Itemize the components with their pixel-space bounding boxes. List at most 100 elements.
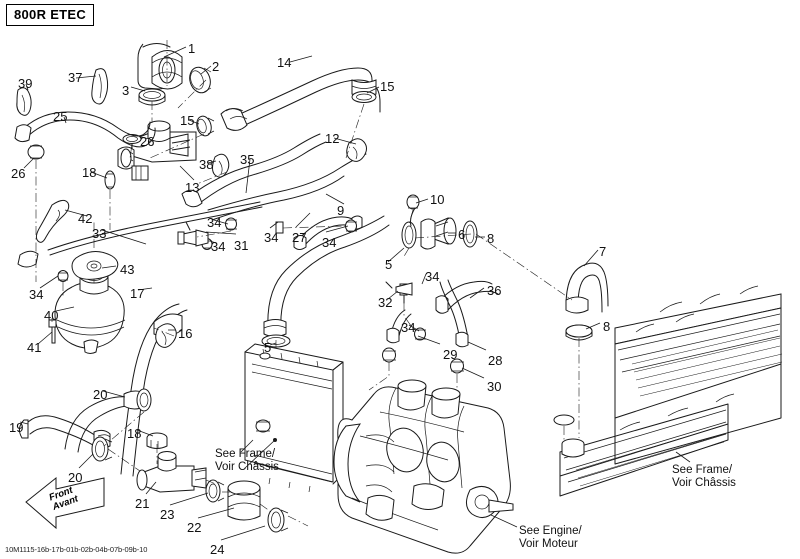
note-frame-right-line1: See Frame/ (672, 464, 733, 476)
callout-number-28: 28 (488, 353, 503, 368)
note-frame-right-line2: Voir Châssis (672, 476, 736, 489)
callout-number-39: 39 (18, 76, 33, 91)
part-elbow-1 (137, 43, 183, 90)
part-clamp-26-left (27, 144, 45, 160)
callout-number-41: 41 (27, 340, 42, 355)
callout-number-16: 16 (178, 326, 193, 341)
part-hose-35 (181, 133, 327, 208)
callout-number-34: 34 (211, 239, 226, 254)
clamp-30-b (450, 358, 464, 374)
callout-number-27: 27 (292, 230, 307, 245)
callout-number-15: 15 (180, 113, 195, 128)
note-engine-line1: See Engine/ (519, 525, 582, 537)
front-avant-arrow (25, 476, 105, 530)
part-engine (333, 379, 514, 554)
callout-number-35: 35 (240, 152, 255, 167)
part-hose-7 (565, 262, 609, 314)
part-hose-22 (227, 480, 261, 521)
callout-number-18: 18 (127, 426, 142, 441)
clamp-30-a (382, 347, 396, 363)
footer-code: 10M1115-16b-17b-01b-02b-04b-07b-09b-10 (5, 545, 148, 554)
part-bolt-41 (48, 319, 57, 344)
note-frame-left-line2: Voir Châssis (215, 460, 279, 473)
part-hose-29 (386, 309, 412, 344)
part-clamp-20-lower (91, 436, 113, 462)
orientation-marker: Front Avant (22, 482, 106, 530)
callout-number-20: 20 (93, 387, 108, 402)
callout-number-12: 12 (325, 131, 340, 146)
callout-number-37: 37 (68, 70, 83, 85)
part-ring-5-mid (401, 221, 417, 249)
callout-number-15: 15 (380, 79, 395, 94)
callout-number-31: 31 (234, 238, 249, 253)
part-ring-26-upper (122, 134, 142, 144)
callout-number-3: 3 (122, 83, 130, 98)
callout-number-34: 34 (322, 235, 337, 250)
clamp-34-d (345, 219, 357, 233)
callout-number-5: 5 (385, 257, 393, 272)
callout-number-6: 6 (458, 227, 466, 242)
part-line-33 (17, 201, 263, 268)
callout-number-19: 19 (9, 420, 24, 435)
part-ring-3 (138, 88, 166, 106)
clamp-34-g (57, 270, 69, 282)
part-part-42 (35, 199, 70, 243)
callout-number-13: 13 (185, 180, 200, 195)
leader-lines (19, 46, 691, 541)
part-clamp-2 (189, 66, 212, 94)
part-clip-39 (16, 87, 32, 116)
part-clip-38 (212, 153, 230, 178)
part-clamp-20-top (136, 388, 152, 412)
part-clamp-15-mid (196, 115, 215, 137)
callout-number-26: 26 (140, 134, 155, 149)
callout-number-10: 10 (430, 192, 445, 207)
note-frame-left: See Frame/Voir Châssis (215, 448, 279, 473)
callout-number-29: 29 (443, 347, 458, 362)
clamp-34-c (275, 221, 284, 234)
part-radiator (244, 343, 344, 493)
callout-number-34: 34 (425, 269, 440, 284)
callout-number-8: 8 (487, 231, 495, 246)
callout-number-34: 34 (264, 230, 279, 245)
callout-number-21: 21 (135, 496, 150, 511)
callout-number-9: 9 (337, 203, 345, 218)
callout-number-30: 30 (487, 379, 502, 394)
part-clip-37 (91, 68, 109, 105)
callout-number-33: 33 (92, 226, 107, 241)
callout-number-26: 26 (11, 166, 26, 181)
part-fitting-6 (420, 217, 457, 250)
callout-number-7: 7 (599, 244, 607, 259)
callout-number-17: 17 (130, 286, 145, 301)
callout-number-36: 36 (487, 283, 502, 298)
part-hose-36 (435, 280, 499, 314)
callout-number-42: 42 (78, 211, 93, 226)
part-ring-12 (346, 138, 367, 162)
part-clamp-23 (205, 479, 225, 503)
callout-number-20: 20 (68, 470, 83, 485)
note-frame-right: See Frame/Voir Châssis (672, 464, 736, 489)
callout-number-40: 40 (44, 308, 59, 323)
callout-number-1: 1 (188, 41, 196, 56)
callout-number-34: 34 (401, 320, 416, 335)
note-frame-left-line1: See Frame/ (215, 448, 276, 460)
part-clamp-24 (267, 507, 289, 533)
part-heat-exchanger (553, 285, 783, 497)
part-clamp-18-upper (104, 170, 116, 190)
part-manifold-13 (117, 120, 197, 181)
callout-number-22: 22 (187, 520, 202, 535)
note-engine: See Engine/Voir Moteur (519, 525, 582, 550)
part-cap-43 (71, 251, 119, 280)
callout-number-38: 38 (199, 157, 214, 172)
callout-number-8: 8 (603, 319, 611, 334)
part-valve-31 (177, 221, 209, 247)
callout-number-34: 34 (29, 287, 44, 302)
part-clamp-30-group (382, 347, 464, 374)
callout-number-18: 18 (82, 165, 97, 180)
callout-number-14: 14 (277, 55, 292, 70)
callout-number-34: 34 (207, 215, 222, 230)
assembly-axis-lines (35, 40, 580, 527)
callout-number-43: 43 (120, 262, 135, 277)
note-engine-line2: Voir Moteur (519, 537, 578, 550)
part-ring-15-top (351, 91, 377, 103)
